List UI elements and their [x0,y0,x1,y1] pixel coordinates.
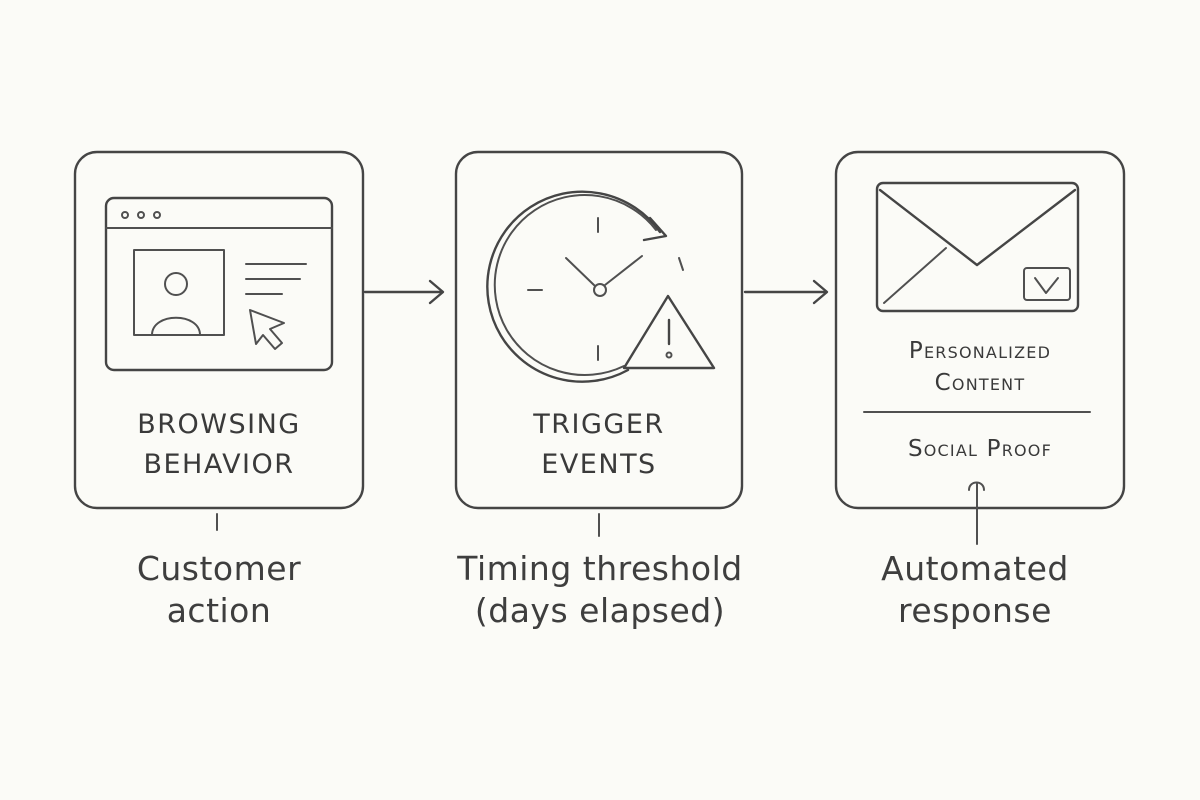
caption-timing-threshold: Timing threshold (days elapsed) [457,549,743,630]
step-title-browsing: BROWSING BEHAVIOR [137,409,301,480]
browser-window-icon [104,196,334,372]
arrow-icon [743,279,829,305]
connector-pin-icon [968,481,985,545]
step-box-trigger [454,150,744,510]
clock-alert-icon [486,190,716,383]
personalized-content-label: Personalized Content [908,338,1052,396]
step-title-trigger: TRIGGER EVENTS [533,409,665,480]
caption-automated-response: Automated response [881,549,1069,630]
social-proof-label: Social Proof [907,436,1053,462]
arrow-icon [363,279,445,305]
step-box-response [834,150,1126,510]
step-box-browsing [73,150,365,510]
envelope-check-icon [875,181,1080,313]
caption-customer-action: Customer action [136,549,302,630]
